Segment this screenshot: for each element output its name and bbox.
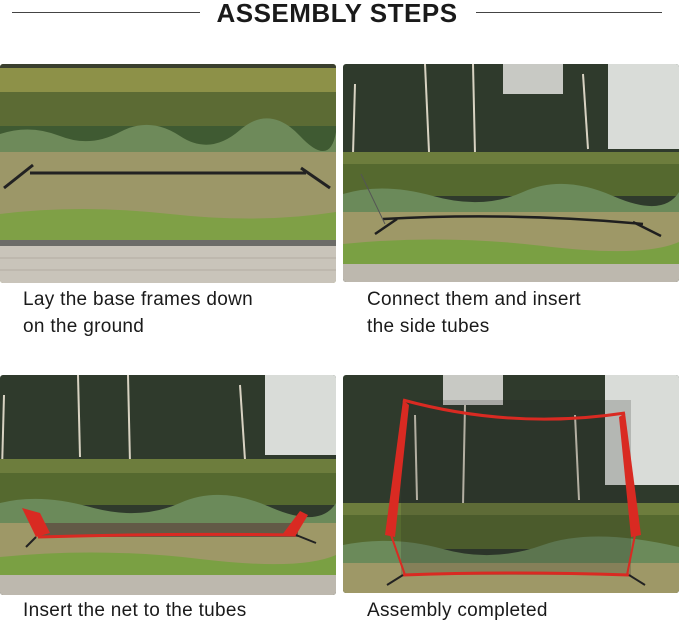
step-1-caption: Lay the base frames down on the ground <box>23 286 253 340</box>
page-title: ASSEMBLY STEPS <box>216 0 458 28</box>
step-4-caption: Assembly completed <box>367 597 548 624</box>
step-2-caption-line-1: Connect them and insert <box>367 289 581 310</box>
step-4-caption-line-1: Assembly completed <box>367 600 548 621</box>
step-3-photo <box>0 375 336 595</box>
step-2-photo <box>343 64 679 282</box>
step-3-caption: Insert the net to the tubes <box>23 597 247 624</box>
title-row: ASSEMBLY STEPS <box>0 0 679 28</box>
title-divider-right <box>476 12 662 13</box>
step-1-caption-line-2: on the ground <box>23 316 145 337</box>
title-divider-left <box>12 12 200 13</box>
step-1-photo <box>0 64 336 283</box>
step-3-caption-line-1: Insert the net to the tubes <box>23 600 247 621</box>
step-1-caption-line-1: Lay the base frames down <box>23 289 254 310</box>
step-2-caption-line-2: the side tubes <box>367 316 490 337</box>
step-4-photo <box>343 375 679 593</box>
step-2-caption: Connect them and insert the side tubes <box>367 286 581 340</box>
